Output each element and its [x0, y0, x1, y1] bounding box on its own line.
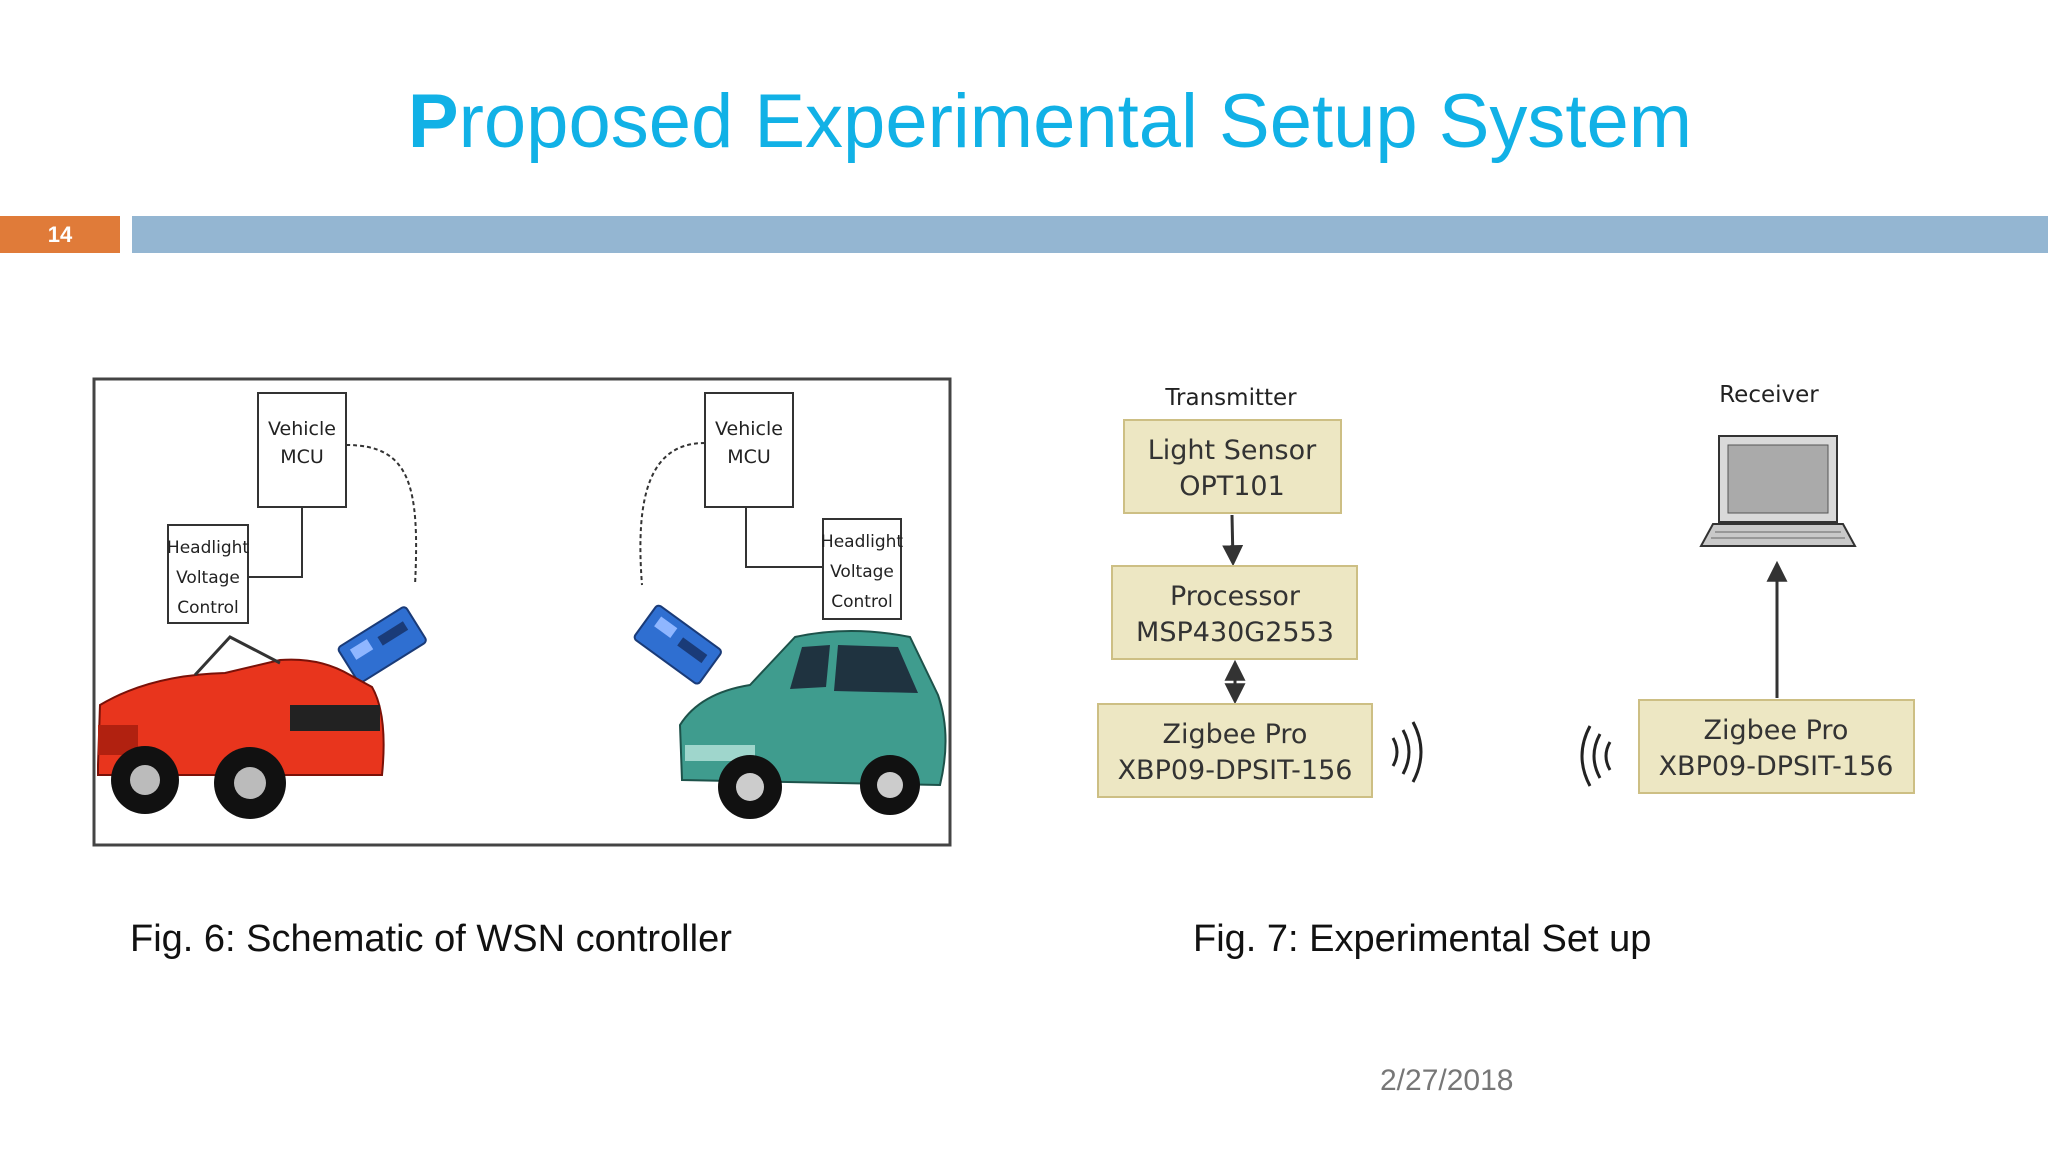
laptop-icon [1699, 435, 1857, 547]
light-sensor-line2: OPT101 [1179, 471, 1285, 502]
left-headlight-line3: Control [177, 598, 238, 618]
zigbee-tx-line1: Zigbee Pro [1163, 719, 1308, 750]
zigbee-receiver-box: Zigbee Pro XBP09-DPSIT-156 [1638, 699, 1915, 794]
zigbee-transmitter-box: Zigbee Pro XBP09-DPSIT-156 [1097, 703, 1373, 798]
right-vehicle-mcu-box: Vehicle MCU [704, 392, 794, 508]
processor-line2: MSP430G2553 [1136, 617, 1334, 648]
wireless-transmit-icon [1391, 721, 1423, 783]
fig7-caption: Fig. 7: Experimental Set up [1193, 918, 1652, 960]
left-mcu-line2: MCU [280, 446, 324, 468]
right-headlight-line1: Headlight [821, 532, 903, 552]
slide-number: 14 [0, 216, 120, 253]
transmitter-label: Transmitter [1164, 385, 1297, 411]
right-headlight-box: Headlight Voltage Control [821, 518, 903, 620]
light-sensor-box: Light Sensor OPT101 [1123, 419, 1342, 514]
title-divider-bar [132, 216, 2048, 253]
zigbee-rx-line2: XBP09-DPSIT-156 [1659, 751, 1894, 782]
zigbee-rx-line1: Zigbee Pro [1704, 715, 1849, 746]
red-car-illustration [97, 635, 385, 819]
slide-title-first-letter: P [407, 79, 459, 164]
right-headlight-line2: Voltage [830, 562, 894, 582]
fig6-caption: Fig. 6: Schematic of WSN controller [130, 918, 732, 960]
zigbee-tx-line2: XBP09-DPSIT-156 [1118, 755, 1353, 786]
left-headlight-box: Headlight Voltage Control [167, 524, 249, 624]
processor-line1: Processor [1170, 581, 1301, 612]
fig6-schematic: Vehicle MCU Headlight Voltage Control Ve… [92, 377, 952, 847]
teal-car-illustration [678, 630, 947, 819]
light-sensor-line1: Light Sensor [1148, 435, 1317, 466]
slide-title-rest: roposed Experimental Setup System [458, 79, 1693, 164]
slide-title: Proposed Experimental Setup System [0, 78, 2048, 165]
left-vehicle-mcu-box: Vehicle MCU [257, 392, 347, 508]
right-sensor-module [633, 604, 722, 685]
fig7-block-diagram: Transmitter Receiver Light Sensor OPT101… [1097, 382, 1915, 798]
right-headlight-line3: Control [831, 592, 892, 612]
wireless-receive-icon [1580, 725, 1612, 787]
processor-box: Processor MSP430G2553 [1111, 565, 1358, 660]
left-headlight-line2: Voltage [176, 568, 240, 588]
receiver-label: Receiver [1719, 382, 1819, 408]
right-mcu-line2: MCU [727, 446, 771, 468]
left-sensor-module [337, 606, 427, 684]
slide-date: 2/27/2018 [1380, 1064, 1514, 1097]
right-mcu-line1: Vehicle [715, 418, 783, 440]
left-headlight-line1: Headlight [167, 538, 249, 558]
left-mcu-line1: Vehicle [268, 418, 336, 440]
